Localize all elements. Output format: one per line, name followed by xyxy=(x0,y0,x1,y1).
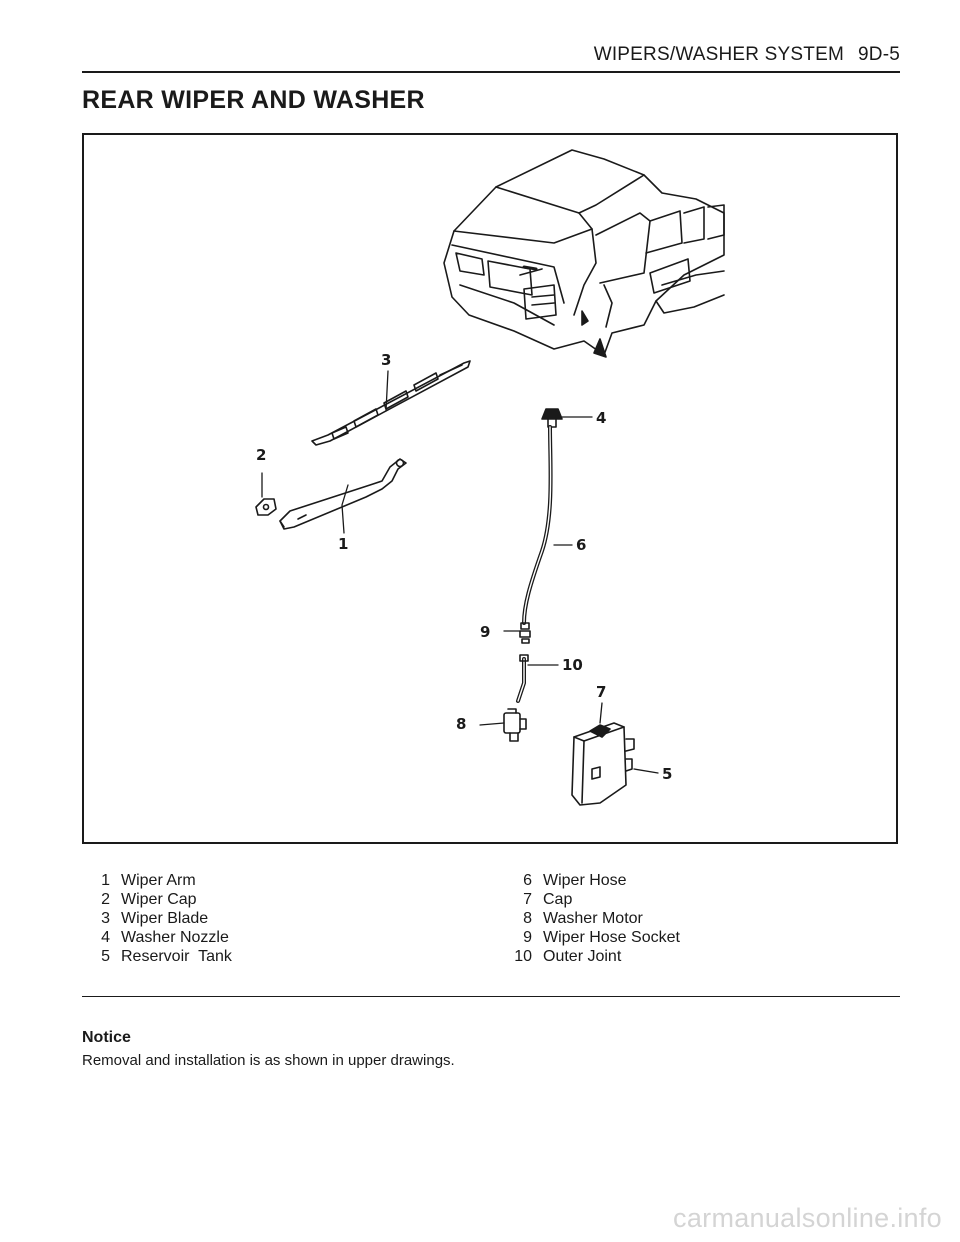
legend-item: 8 Washer Motor xyxy=(500,909,680,928)
legend-item: 10 Outer Joint xyxy=(500,947,680,966)
legend-label: Washer Nozzle xyxy=(121,929,229,946)
legend-item: 7 Cap xyxy=(500,890,680,909)
callout-1: 1 xyxy=(338,535,348,553)
washer-motor-illustration xyxy=(503,708,527,742)
wiper-blade-illustration xyxy=(311,360,471,446)
legend-label: Outer Joint xyxy=(543,948,622,965)
legend-item: 5 Reservoir Tank xyxy=(84,947,232,966)
legend-number: 5 xyxy=(101,948,110,965)
callout-6: 6 xyxy=(576,536,586,554)
legend-item: 3 Wiper Blade xyxy=(84,909,232,928)
vehicle-rear-illustration xyxy=(443,149,725,358)
legend-item: 1 Wiper Arm xyxy=(84,871,232,890)
legend-number: 6 xyxy=(523,872,532,889)
exploded-view-figure: 3 2 1 4 6 9 10 7 8 5 xyxy=(82,133,898,844)
legend-number: 3 xyxy=(101,910,110,927)
legend-item: 2 Wiper Cap xyxy=(84,890,232,909)
legend-label: Cap xyxy=(543,891,573,908)
header-rule xyxy=(82,71,900,73)
callout-7: 7 xyxy=(596,683,606,701)
legend-number: 1 xyxy=(101,872,110,889)
wiper-hose-illustration xyxy=(522,425,553,625)
legend-label: Wiper Cap xyxy=(121,891,197,908)
wiper-arm-illustration xyxy=(279,458,407,530)
page-title: REAR WIPER AND WASHER xyxy=(82,86,425,114)
callout-10: 10 xyxy=(562,656,583,674)
notice-heading: Notice xyxy=(82,1029,131,1046)
exploded-view-drawing: 3 2 1 4 6 9 10 7 8 5 xyxy=(255,149,725,806)
callout-8: 8 xyxy=(456,715,466,733)
notice-text: Removal and installation is as shown in … xyxy=(82,1052,455,1069)
callout-5: 5 xyxy=(662,765,672,783)
watermark: carmanualsonline.info xyxy=(673,1203,942,1233)
callout-4: 4 xyxy=(596,409,606,427)
legend-number: 8 xyxy=(523,910,532,927)
parts-legend-right: 6 Wiper Hose 7 Cap 8 Washer Motor 9 Wipe… xyxy=(500,871,680,966)
legend-label: Washer Motor xyxy=(543,910,643,927)
running-header: WIPERS/WASHER SYSTEM 9D-5 xyxy=(0,44,900,66)
section-name: WIPERS/WASHER SYSTEM xyxy=(593,44,845,65)
washer-nozzle-illustration xyxy=(541,408,563,428)
legend-number: 7 xyxy=(523,891,532,908)
legend-item: 6 Wiper Hose xyxy=(500,871,680,890)
reservoir-tank-illustration xyxy=(571,722,635,806)
legend-item: 9 Wiper Hose Socket xyxy=(500,928,680,947)
parts-legend-left: 1 Wiper Arm 2 Wiper Cap 3 Wiper Blade 4 … xyxy=(84,871,232,966)
legend-number: 4 xyxy=(101,929,110,946)
legend-label: Wiper Blade xyxy=(121,910,209,927)
legend-number: 2 xyxy=(101,891,110,908)
callout-2: 2 xyxy=(256,446,266,464)
legend-item: 4 Washer Nozzle xyxy=(84,928,232,947)
page-number: 9D-5 xyxy=(858,44,900,65)
hose-socket-illustration xyxy=(519,622,531,644)
legend-label: Wiper Hose Socket xyxy=(543,929,680,946)
callout-3: 3 xyxy=(381,351,391,369)
callout-9: 9 xyxy=(480,623,490,641)
legend-number: 10 xyxy=(514,948,532,965)
outer-joint-illustration xyxy=(516,654,529,703)
legend-label: Wiper Hose xyxy=(543,872,627,889)
legend-label: Wiper Arm xyxy=(121,872,196,889)
legend-label: Reservoir Tank xyxy=(121,948,232,965)
section-divider xyxy=(82,996,900,997)
legend-number: 9 xyxy=(523,929,532,946)
wiper-cap-illustration xyxy=(255,498,277,516)
